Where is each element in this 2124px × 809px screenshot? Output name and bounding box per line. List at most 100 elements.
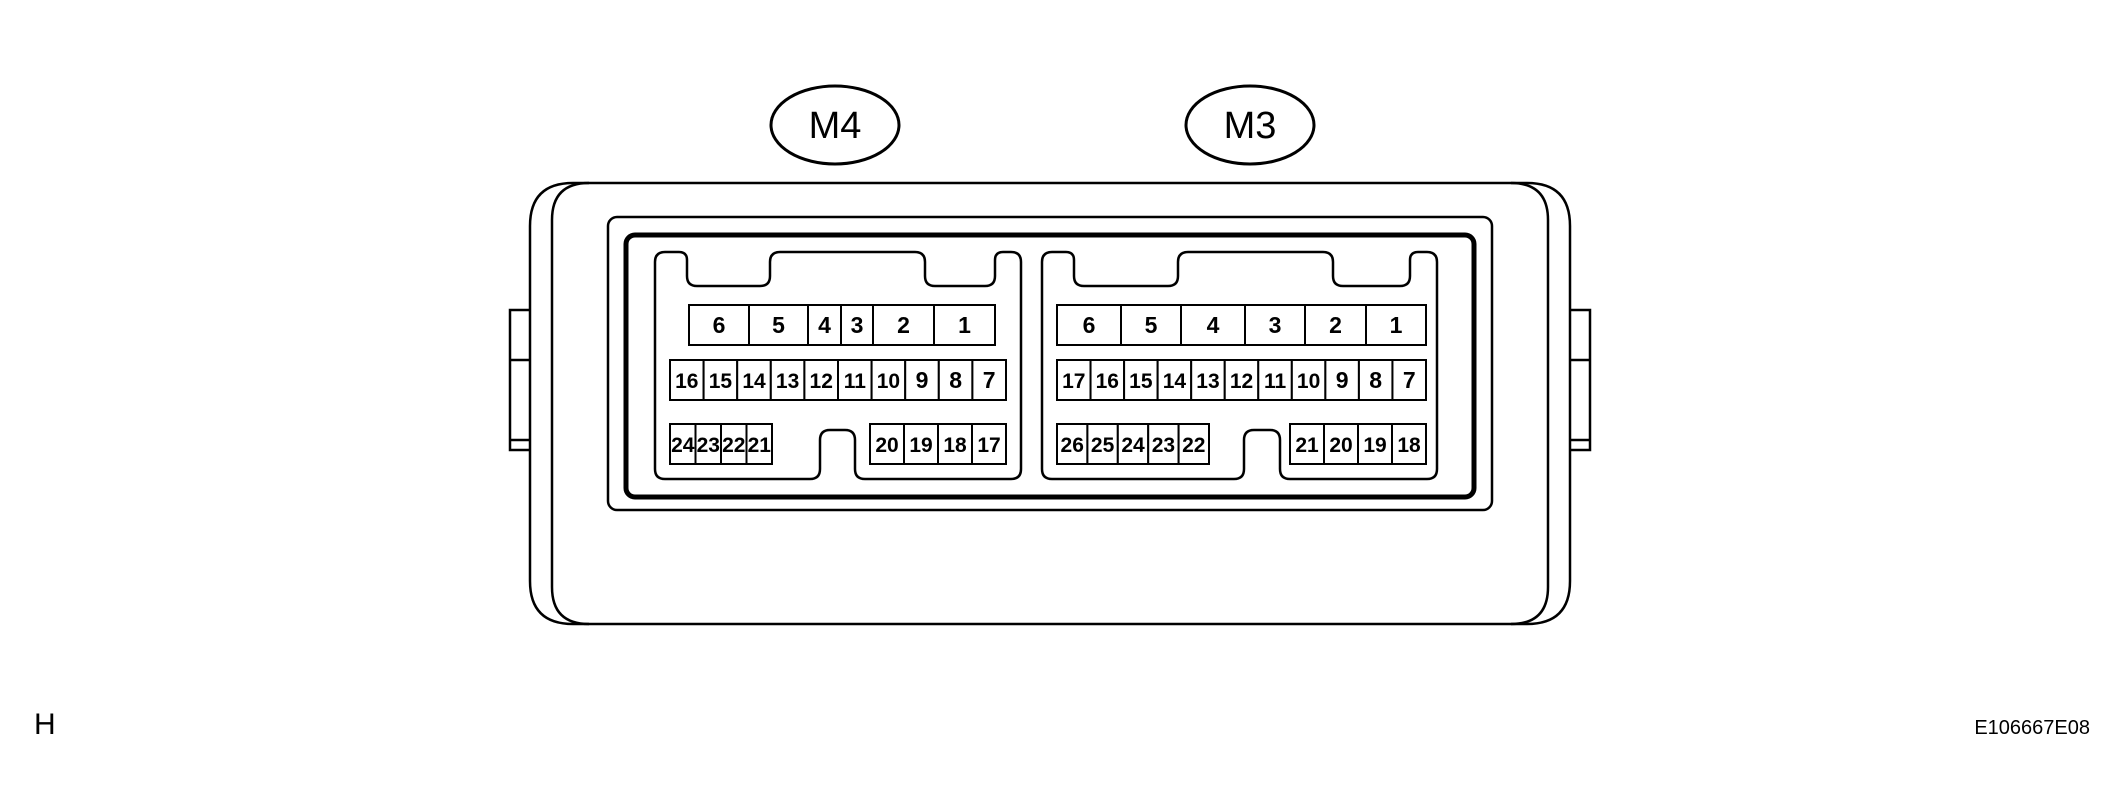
pin-cell [745, 423, 773, 465]
pin-cell [904, 359, 940, 401]
pin-number: 5 [1145, 312, 1158, 338]
pin-cell [837, 359, 873, 401]
pin-number: 9 [1336, 367, 1349, 393]
pin-number: 23 [697, 434, 720, 457]
pin-number: 21 [748, 434, 772, 457]
pin-cell [1156, 359, 1193, 401]
pin-cell [748, 304, 809, 346]
pin-cell [688, 304, 750, 346]
pin-number: 21 [1295, 434, 1319, 457]
pin-cell [736, 359, 772, 401]
label-m3-text: M3 [1224, 105, 1277, 147]
pin-cell [1086, 423, 1119, 465]
pin-row-m3-row3-right: 21 20 19 18 [1289, 423, 1427, 465]
pin-number: 20 [875, 434, 898, 457]
pin-cell [1289, 423, 1325, 465]
pin-number: 2 [897, 312, 910, 338]
pin-number: 16 [1096, 370, 1119, 393]
pin-cell [869, 423, 905, 465]
pin-cell [1391, 359, 1428, 401]
pin-number: 1 [958, 312, 971, 338]
pin-cell [1223, 359, 1260, 401]
figure-code: E106667E08 [1974, 717, 2090, 739]
pin-cell [903, 423, 939, 465]
housing-inner [550, 181, 1550, 626]
pin-number: 3 [1269, 312, 1282, 338]
pin-number: 1 [1390, 312, 1403, 338]
pin-cell [1365, 304, 1427, 346]
pin-number: 13 [776, 370, 799, 393]
pin-cell [1391, 423, 1427, 465]
cavity-m4 [653, 250, 1023, 481]
pin-number: 22 [1182, 434, 1205, 457]
pin-number: 7 [1403, 367, 1416, 393]
pin-cell [971, 359, 1008, 401]
pin-number: 8 [1369, 367, 1382, 393]
pin-cell [971, 423, 1007, 465]
pin-number: 11 [1264, 370, 1287, 393]
pin-cell [669, 423, 697, 465]
pin-number: 23 [1152, 434, 1175, 457]
pin-number: 4 [818, 312, 831, 338]
pin-number: 10 [1297, 370, 1320, 393]
pin-cell [669, 359, 705, 401]
housing-outer [528, 181, 1572, 626]
pin-cell [1357, 359, 1394, 401]
pin-number: 2 [1329, 312, 1342, 338]
pin-number: 6 [713, 312, 726, 338]
pin-number: 14 [742, 370, 766, 393]
pin-cell [694, 423, 722, 465]
pin-number: 12 [1230, 370, 1253, 393]
latch-left [508, 308, 530, 452]
pin-number: 8 [949, 367, 962, 393]
pin-number: 9 [916, 367, 929, 393]
label-m3-ellipse [1184, 84, 1316, 166]
label-m4-callout: M4 [769, 84, 901, 166]
label-m4-text: M4 [809, 105, 862, 147]
pin-cell [870, 359, 907, 401]
pin-number: 16 [675, 370, 698, 393]
corner-label-left: H [34, 708, 56, 741]
frame-outer [606, 215, 1494, 512]
pin-number: 10 [877, 370, 900, 393]
pin-number: 26 [1061, 434, 1084, 457]
pin-number: 19 [1363, 434, 1386, 457]
pin-cell [803, 359, 840, 401]
pin-cell [937, 359, 974, 401]
pin-cell [1304, 304, 1367, 346]
pin-cell [1147, 423, 1180, 465]
cavity-m3 [1040, 250, 1439, 481]
connector-housing [508, 181, 1592, 626]
pin-number: 4 [1207, 312, 1220, 338]
pin-cell [840, 304, 874, 346]
pin-number: 17 [1062, 370, 1085, 393]
label-m4-ellipse [769, 84, 901, 166]
frame-inner [623, 232, 1477, 500]
pin-number: 14 [1163, 370, 1187, 393]
pin-number: 25 [1091, 434, 1115, 457]
pin-number: 18 [1397, 434, 1421, 457]
pin-number: 22 [722, 434, 745, 457]
pin-number: 15 [709, 370, 733, 393]
pin-cell [1244, 304, 1306, 346]
pin-number: 12 [810, 370, 833, 393]
pin-number: 5 [772, 312, 785, 338]
pin-number: 15 [1129, 370, 1153, 393]
pin-number: 17 [977, 434, 1000, 457]
pin-number: 7 [983, 367, 996, 393]
pin-cell [1056, 423, 1089, 465]
pin-number: 20 [1329, 434, 1352, 457]
pin-cell [1177, 423, 1210, 465]
label-m3-callout: M3 [1184, 84, 1316, 166]
pin-cell [807, 304, 842, 346]
pin-cell [769, 359, 806, 401]
